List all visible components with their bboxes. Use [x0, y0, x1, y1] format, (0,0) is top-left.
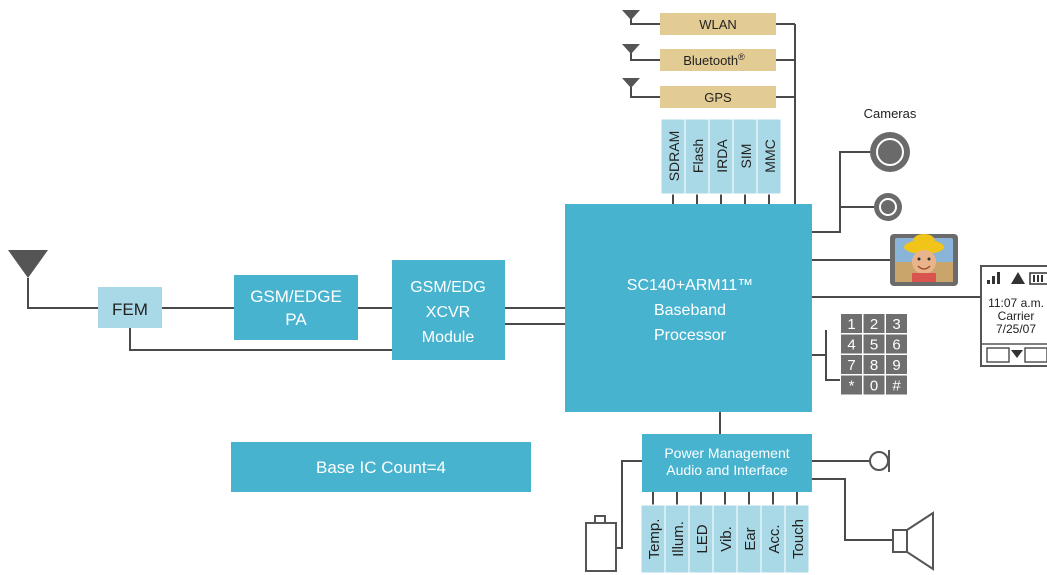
connection-wires: [27, 16, 980, 549]
keypad-key-label: 3: [892, 316, 900, 333]
soft-key-right: [1024, 347, 1047, 363]
bluetooth-antenna-icon: [622, 44, 640, 54]
ic-count-label: Base IC Count=4: [316, 458, 446, 477]
battery-level-icon: [1029, 272, 1047, 285]
alert-triangle-icon: [1011, 272, 1025, 284]
battery-icon: [585, 515, 617, 572]
nav-down-icon: [1011, 350, 1023, 358]
keypad-key: [886, 375, 907, 395]
led-label: LED: [694, 524, 711, 553]
keypad-key: [863, 375, 885, 395]
signal-strength-icon: [987, 272, 1000, 284]
display-carrier: Carrier: [998, 309, 1035, 323]
keypad-key-label: 8: [870, 357, 878, 374]
keypad-key-label: 9: [892, 357, 900, 374]
gps-block: [660, 86, 776, 108]
pa-block: GSM/EDGE PA: [234, 275, 358, 340]
ic-count-block: Base IC Count=4: [231, 442, 531, 492]
temp-label: Temp.: [646, 519, 663, 560]
xcvr-label-line2: XCVR: [426, 304, 470, 321]
power-management-block: Power Management Audio and Interface: [642, 434, 812, 492]
fem-label: FEM: [112, 300, 148, 319]
illum-label: Illum.: [670, 521, 687, 557]
gps-label: GPS: [704, 90, 732, 105]
fem-block: FEM: [98, 287, 162, 328]
irda-label: IRDA: [714, 139, 730, 173]
baseband-processor-block: SC140+ARM11™ Baseband Processor: [565, 204, 812, 412]
keypad-key-label: 4: [847, 337, 855, 354]
keypad-key: [886, 334, 907, 354]
wireless-modules: WLAN Bluetooth® GPS: [622, 10, 776, 108]
soft-key-left: [986, 347, 1010, 363]
keypad-key-label: 5: [870, 337, 878, 354]
acc-label: Acc.: [766, 524, 783, 553]
registered-mark: ®: [738, 52, 745, 62]
display-time: 11:07 a.m.: [988, 296, 1044, 310]
flash-label: Flash: [690, 139, 706, 173]
keypad-key: [886, 314, 907, 333]
cameras-label: Cameras: [864, 106, 917, 121]
bluetooth-label: Bluetooth®: [683, 52, 745, 68]
xcvr-block: GSM/EDG XCVR Module: [392, 260, 505, 360]
bluetooth-block: [660, 49, 776, 71]
keypad-key: [841, 334, 862, 354]
pa-label-line2: PA: [285, 310, 307, 329]
keypad-key: [863, 314, 885, 333]
ear-label: Ear: [742, 527, 759, 550]
keypad-key-label: 0: [870, 378, 878, 395]
microphone-icon: [869, 450, 890, 472]
memory-blocks: SDRAM Flash IRDA SIM MMC: [660, 118, 782, 195]
vib-label: Vib.: [718, 526, 735, 552]
xcvr-label-line1: GSM/EDG: [410, 279, 486, 296]
cameras-group: Cameras: [864, 106, 917, 221]
display-date: 7/25/07: [996, 322, 1036, 336]
keypad-key: [841, 375, 862, 395]
keypad-key: [863, 334, 885, 354]
baseband-label-line1: SC140+ARM11™: [627, 277, 753, 294]
peripheral-blocks: Temp. Illum. LED Vib. Ear Acc. Touch: [640, 504, 810, 574]
baseband-label-line3: Processor: [654, 327, 727, 344]
main-antenna-icon: [8, 250, 48, 278]
keypad-key-label: #: [892, 378, 901, 395]
gps-antenna-icon: [622, 78, 640, 88]
keypad-key: [863, 355, 885, 374]
baseband-label-line2: Baseband: [654, 302, 726, 319]
keypad-key-label: *: [849, 378, 855, 395]
keypad-key: [841, 355, 862, 374]
wlan-label: WLAN: [699, 17, 737, 32]
keypad-key-label: 2: [870, 316, 878, 333]
pa-label-line1: GSM/EDGE: [250, 287, 342, 306]
wlan-antenna-icon: [622, 10, 640, 20]
keypad-key: [841, 314, 862, 333]
keypad-key-label: 7: [847, 357, 855, 374]
speaker-icon: [892, 511, 934, 571]
keypad-key: [886, 355, 907, 374]
sdram-label: SDRAM: [666, 131, 682, 182]
xcvr-label-line3: Module: [422, 329, 475, 346]
touch-label: Touch: [790, 519, 807, 559]
sim-label: SIM: [738, 144, 754, 169]
power-label-line2: Audio and Interface: [666, 462, 788, 478]
phone-display: 11:07 a.m. Carrier 7/25/07: [980, 265, 1047, 367]
keypad-key-label: 1: [847, 316, 855, 333]
photo-image-icon: [890, 234, 958, 286]
keypad-key-label: 6: [892, 337, 900, 354]
wlan-block: [660, 13, 776, 35]
power-label-line1: Power Management: [664, 445, 789, 461]
mmc-label: MMC: [762, 139, 778, 172]
